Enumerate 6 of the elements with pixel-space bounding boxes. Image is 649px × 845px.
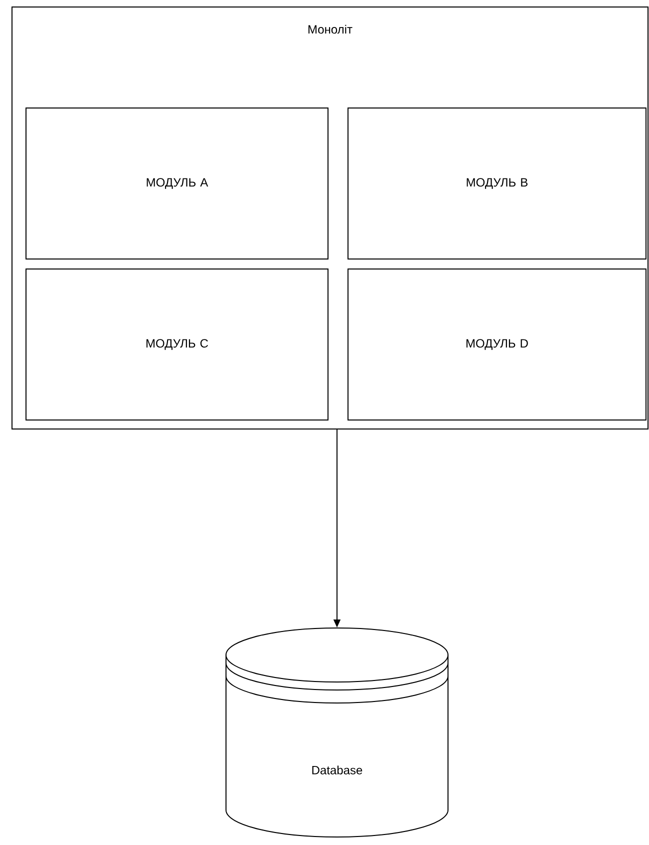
module-box: МОДУЛЬ B xyxy=(348,108,646,260)
module-box: МОДУЛЬ C xyxy=(26,268,328,420)
module-box: МОДУЛЬ A xyxy=(26,108,328,260)
module-box: МОДУЛЬ D xyxy=(348,268,646,420)
node-label: Database xyxy=(312,766,362,774)
database-cylinder: Database xyxy=(226,628,448,838)
